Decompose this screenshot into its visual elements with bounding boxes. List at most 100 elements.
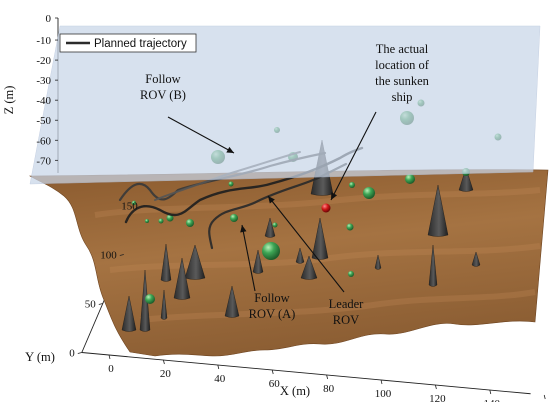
annotation-leader-line-1: ROV	[333, 313, 359, 327]
seabed-surface	[28, 169, 549, 357]
x-tick-mark-3	[271, 369, 274, 375]
cone-3	[311, 217, 329, 260]
sphere-6	[405, 174, 415, 184]
sphere-15	[145, 294, 155, 304]
annotation-follow-a-line-1: ROV (A)	[249, 307, 296, 321]
x-tick-mark-4	[326, 374, 328, 380]
cone-11	[139, 269, 151, 332]
annotation-leader-arrow-head	[268, 196, 275, 204]
y-tick-mark-2	[119, 254, 124, 256]
legend-label: Planned trajectory	[94, 38, 187, 50]
z-tick-label-2: -20	[36, 55, 51, 67]
sphere-12	[186, 219, 194, 227]
sphere-11	[230, 214, 238, 222]
z-axis-label: Z (m)	[2, 86, 16, 115]
cone-13	[224, 285, 240, 318]
sphere-10	[262, 242, 280, 260]
legend: Planned trajectory	[59, 33, 197, 53]
x-tick-mark-6	[435, 384, 437, 390]
seabed-ridge-0	[94, 187, 541, 218]
cone-2	[458, 167, 474, 192]
sphere-13	[166, 214, 174, 222]
surface-plane	[29, 25, 541, 185]
z-tick-label-5: -50	[36, 115, 51, 127]
z-tick-label-1: -10	[36, 35, 51, 47]
z-tick-label-3: -30	[36, 75, 51, 87]
y-axis-label: Y (m)	[25, 350, 55, 364]
annotation-follow-b-arrow-line	[167, 116, 235, 154]
seabed-ridge-1	[109, 243, 541, 273]
x-tick-mark-2	[217, 364, 220, 370]
x-tick-mark-1	[163, 359, 165, 365]
x-tick-label-4: 80	[323, 383, 335, 395]
cone-obstacles	[121, 139, 481, 332]
y-tick-mark-1	[98, 303, 103, 305]
cone-9	[160, 243, 172, 282]
sunken-ship-marker	[321, 203, 331, 213]
sphere-16	[346, 223, 354, 231]
y-tick-mark-0	[77, 352, 82, 354]
annotation-follow-b-line-1: ROV (B)	[140, 88, 186, 102]
cone-8	[173, 257, 191, 300]
cone-14	[300, 255, 318, 280]
z-tick-label-0: 0	[46, 13, 52, 25]
cone-7	[184, 244, 206, 280]
y-tick-label-3: 150	[121, 201, 138, 213]
sphere-9	[349, 182, 355, 188]
x-axis-label: X (m)	[280, 384, 310, 398]
annotation-leader-line-0: Leader	[329, 297, 365, 311]
z-tick-label-6: -60	[36, 135, 51, 147]
x-tick-label-1: 20	[160, 368, 172, 380]
cone-12	[160, 289, 168, 320]
x-tick-label-2: 40	[214, 373, 226, 385]
axis-labels: X (m) Y (m) Z (m)	[2, 86, 310, 398]
annotation-sunken-ship-line-1: location of	[375, 58, 430, 72]
z-tick-label-4: -40	[36, 95, 51, 107]
x-axis-line	[81, 352, 531, 395]
annotation-follow-a-arrow-head	[240, 225, 247, 233]
sphere-7	[363, 187, 375, 199]
y-tick-mark-3	[140, 205, 145, 207]
sphere-20	[228, 181, 234, 187]
annotation-follow-b-arrow-head	[226, 146, 234, 153]
annotation-sunken-ship-arrow-line	[330, 111, 377, 201]
annotation-sunken-ship-line-0: The actual	[376, 42, 429, 56]
sphere-17	[348, 271, 354, 277]
sphere-19	[145, 219, 149, 223]
x-tick-mark-5	[380, 379, 383, 385]
tick-labels: 0204060801001201401600501001500-10-20-30…	[36, 13, 546, 402]
annotation-follow-a-line-0: Follow	[254, 291, 289, 305]
annotation-sunken-ship-line-3: ship	[392, 90, 413, 104]
x-tick-label-0: 0	[108, 363, 114, 375]
surface-plane-face	[29, 25, 541, 185]
sphere-14	[158, 218, 164, 224]
annotation-sunken-ship-arrow-head	[331, 192, 338, 200]
cone-4	[428, 244, 438, 287]
cone-15	[374, 254, 382, 270]
seabed-ridge-2	[139, 289, 536, 323]
cone-17	[295, 247, 305, 264]
y-tick-label-0: 0	[69, 348, 75, 360]
annotation-follow-b-line-0: Follow	[145, 72, 180, 86]
legend-box	[59, 33, 197, 53]
x-tick-mark-7	[489, 389, 492, 395]
cone-16	[471, 251, 481, 267]
annotation-sunken-ship: The actual location of the sunken ship	[375, 42, 430, 104]
cone-1	[427, 184, 449, 237]
x-tick-mark-0	[108, 354, 111, 360]
cone-5	[264, 217, 276, 238]
y-tick-label-1: 50	[85, 299, 97, 311]
x-tick-label-5: 100	[375, 388, 392, 400]
annotation-follow-a-arrow-line	[241, 224, 256, 292]
annotation-sunken-ship-line-2: the sunken	[375, 74, 430, 88]
y-tick-label-2: 100	[100, 250, 117, 262]
cone-10	[121, 295, 137, 332]
sphere-21	[272, 222, 278, 228]
x-tick-label-7: 140	[484, 398, 501, 402]
annotation-leader-arrow-line	[267, 195, 345, 293]
